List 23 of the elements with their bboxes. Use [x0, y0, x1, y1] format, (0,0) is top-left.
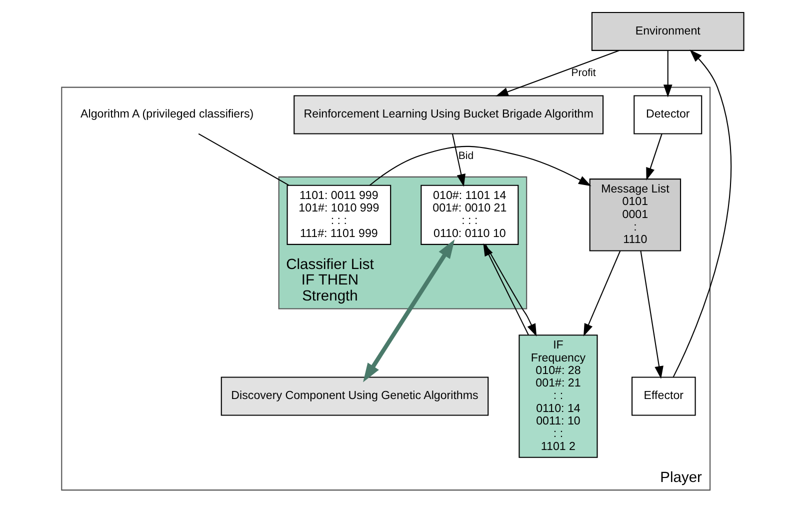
node-box: Environment	[591, 12, 744, 51]
arrow	[584, 250, 621, 336]
node-box: Detector	[634, 95, 702, 134]
edge-label: Profit	[571, 66, 596, 79]
node-box: IF Frequency 010#: 28 001#: 21 : : 0110: 14 0011: 10 : : 1101 2	[518, 334, 598, 458]
node-box: Reinforcement Learning Using Bucket Brigade Algorithm	[294, 95, 604, 134]
arrow	[452, 134, 466, 187]
connector	[198, 133, 289, 186]
edge-label: Bid	[458, 150, 474, 162]
node-box: Effector	[632, 376, 696, 416]
node-box: 010#: 1101 14 001#: 0010 21 : : : 0110: 0110 10	[420, 184, 519, 245]
arrow	[672, 50, 732, 378]
node-box: Message List 0101 0001 : 1110	[589, 178, 682, 252]
node-box: Discovery Component Using Genetic Algorithms	[220, 376, 489, 416]
arrow	[363, 239, 455, 382]
arrow	[640, 250, 664, 379]
node-text: Algorithm A (privileged classifiers)	[80, 108, 254, 121]
arrow	[663, 50, 672, 98]
arrow	[485, 244, 537, 337]
arrow	[646, 134, 662, 180]
node-box: 1101: 0011 999 101#: 1010 999 : : : 111#: 1101 999	[286, 184, 392, 245]
arrow	[496, 50, 620, 96]
arrow	[369, 146, 592, 186]
